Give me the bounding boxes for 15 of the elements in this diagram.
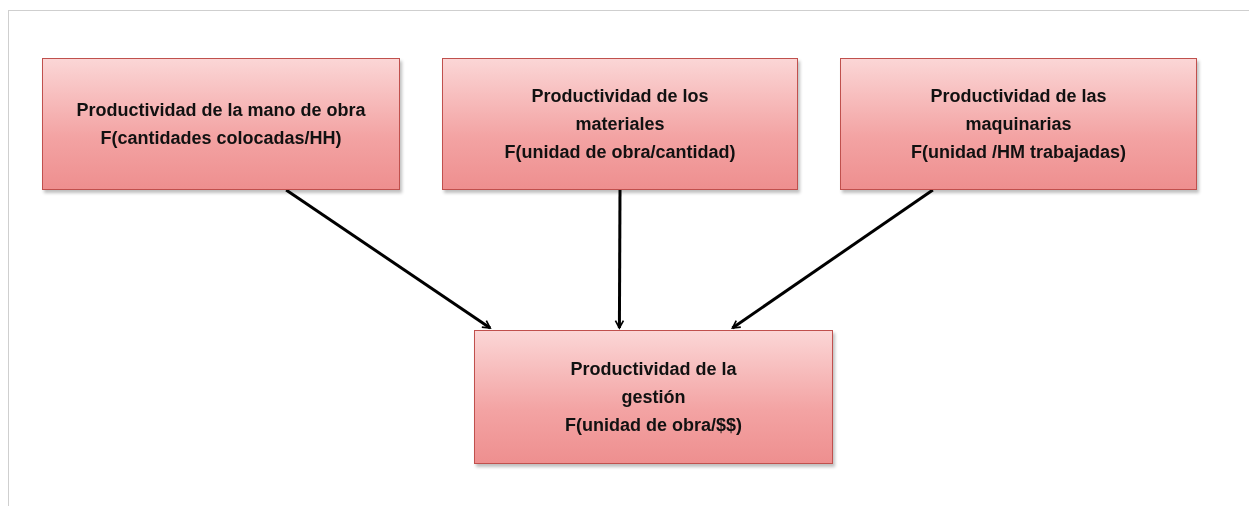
formula-text: F(unidad de obra/cantidad)	[504, 141, 736, 164]
formula-text: F(cantidades colocadas/HH)	[100, 127, 342, 150]
formula-text: F(unidad de obra/$$)	[565, 414, 742, 437]
box-title: Productividad de la mano de obra	[76, 99, 366, 122]
box-title: Productividad de los materiales	[530, 85, 710, 136]
arrow	[731, 188, 934, 330]
process-box	[840, 58, 1197, 190]
arrow	[614, 190, 625, 329]
formula-text: F(unidad /HM trabajadas)	[911, 141, 1126, 164]
box-title: Productividad de las maquinarias	[929, 85, 1108, 136]
process-box	[474, 330, 833, 464]
box-title: Productividad de la gestión	[569, 358, 738, 409]
arrow	[285, 188, 491, 330]
process-box	[42, 58, 400, 190]
process-box	[442, 58, 798, 190]
